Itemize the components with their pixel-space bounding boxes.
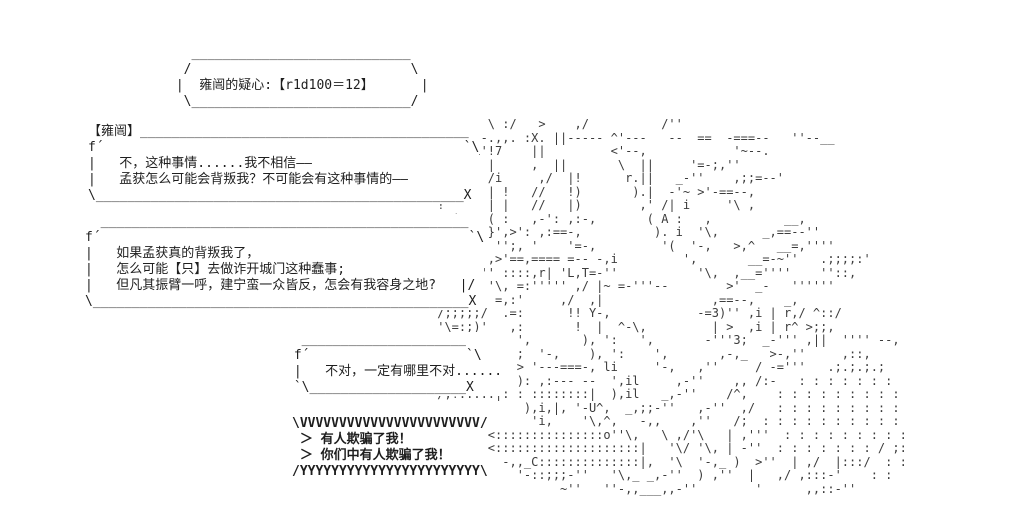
speech-bubble-3: _____________________ f´ `\ | 不对，一定有哪里不对… (286, 332, 503, 396)
shout-bubble: \VVVVVVVVVVVVVVVVVVVVVVV/ ＞ 有人欺骗了我！ ＞ 你们… (292, 416, 488, 480)
speech-bubble-2: ________________________________________… (85, 214, 485, 310)
speech-bubble-1: 【雍闿】____________________________________… (88, 124, 480, 204)
dice-roll-bubble: ____________________________ / \ | 雍闿的疑心… (168, 46, 429, 110)
character-ascii-art: \ :/ > ,/ /'' < ((-.,,. :X. ||----- ^'--… (437, 117, 907, 496)
